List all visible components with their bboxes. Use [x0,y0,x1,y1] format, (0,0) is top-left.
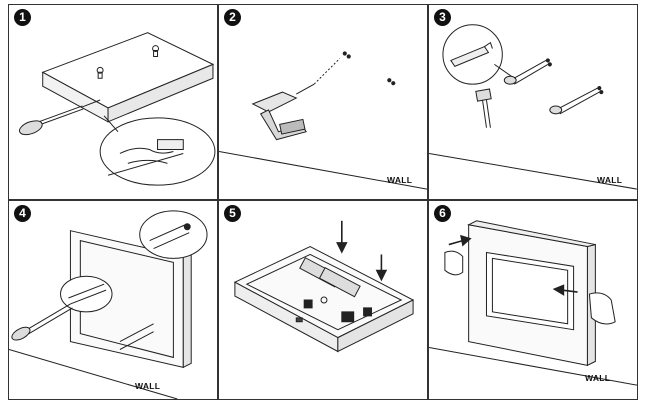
installation-steps-grid: 1 [8,4,638,400]
step-2-panel: 2 WALL [218,4,428,200]
step-3-panel: 3 [428,4,638,200]
step-5-illustration [219,201,427,399]
step-2-wall-label: WALL [387,175,413,185]
step-6-badge: 6 [434,205,451,222]
step-6-wall-label: WALL [585,373,611,383]
step-1-illustration [9,5,217,199]
step-1-panel: 1 [8,4,218,200]
step-3-badge: 3 [434,9,451,26]
step-6-illustration [429,201,637,399]
step-4-panel: 4 [8,200,218,400]
step-4-wall-label: WALL [135,381,161,391]
step-5-panel: 5 [218,200,428,400]
step-5-badge: 5 [224,205,241,222]
step-4-illustration [9,201,217,399]
step-2-illustration [219,5,427,199]
step-3-wall-label: WALL [597,175,623,185]
step-4-badge: 4 [14,205,31,222]
step-3-illustration [429,5,637,199]
step-6-panel: 6 WALL [428,200,638,400]
step-2-badge: 2 [224,9,241,26]
step-1-badge: 1 [14,9,31,26]
